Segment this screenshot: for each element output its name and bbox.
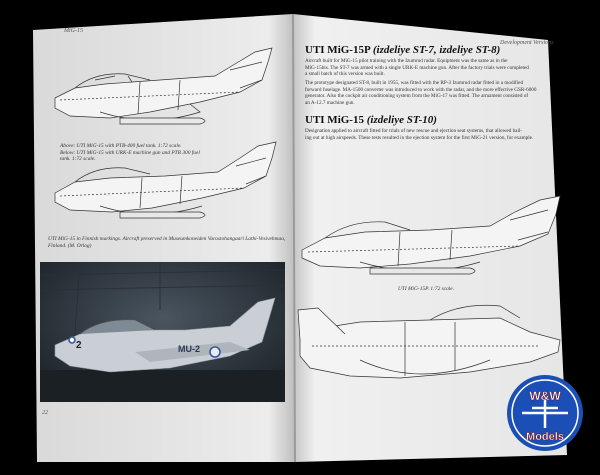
para-line: The prototype designated ST-8, built in … xyxy=(305,80,524,86)
left-drawing-caption-line: tank. 1:72 scale. xyxy=(60,156,96,163)
photo-caption: UTI MiG-15 in Finnish markings. Aircraft… xyxy=(48,236,288,249)
section1-title: UTI MiG-15P (izdeliye ST-7, izdeliye ST-… xyxy=(305,44,500,56)
watermark-text-top: W&W xyxy=(529,389,561,403)
left-page-header: MiG-15 xyxy=(64,28,83,34)
photo-aircraft xyxy=(54,297,276,373)
left-page-number: 22 xyxy=(42,410,48,416)
watermark-text-bottom: Models xyxy=(526,431,564,443)
section2-paragraph-1: Designation applied to aircraft fitted f… xyxy=(305,128,547,141)
watermark-logo xyxy=(507,375,583,451)
section1-paragraph-1: Aircraft built for MiG-15 pilot training… xyxy=(305,58,545,78)
right-page-header: Development Versions xyxy=(500,40,554,46)
section2-title-prefix: UTI MiG-15 xyxy=(305,114,364,126)
book-spine xyxy=(292,13,296,463)
para-line: MiG-15bis. The ST-7 was armed with a sin… xyxy=(305,64,529,71)
hangar-floor xyxy=(40,370,285,402)
para-line: Designation applied to aircraft fitted f… xyxy=(305,128,523,134)
para-line: Aircraft built for MiG-15 pilot training… xyxy=(305,58,508,64)
para-line: an A-12.7 machine gun. xyxy=(305,99,355,106)
photo-caption-line: UTI MiG-15 in Finnish markings. Aircraft… xyxy=(48,236,286,242)
section2-title-suffix: (izdeliye ST-10) xyxy=(366,114,437,126)
photo-caption-line: Finland. (M. Orlog) xyxy=(48,242,92,249)
photo-aircraft-code: MU-2 xyxy=(178,344,200,354)
aircraft-drawing-middle-left xyxy=(54,141,277,219)
left-drawing-caption-line: Below: UTI MiG-15 with URK-E machine gun… xyxy=(60,149,200,156)
aircraft-drawing-middle-right xyxy=(301,195,561,275)
para-line: ing out at high airspeeds. These tests r… xyxy=(305,134,534,141)
aircraft-drawing-bottom-right xyxy=(297,304,561,379)
section2-title: UTI MiG-15 (izdeliye ST-10) xyxy=(305,114,437,126)
right-drawing-caption: UTI MiG-15P. 1:72 scale. xyxy=(398,286,455,292)
para-line: forward fuselage. MA-1500 converter was … xyxy=(305,86,537,93)
section1-title-suffix: (izdeliye ST-7, izdeliye ST-8) xyxy=(372,44,501,56)
photo-nose-number: 2 xyxy=(76,340,82,351)
aircraft-drawing-top-left xyxy=(54,47,273,125)
left-drawing-caption-line: Above: UTI MiG-15 with PTB-400 fuel tank… xyxy=(60,143,182,149)
left-drawing-caption: Above: UTI MiG-15 with PTB-400 fuel tank… xyxy=(60,143,260,163)
section1-paragraph-2: The prototype designated ST-8, built in … xyxy=(305,80,545,106)
para-line: a small batch of this version was built. xyxy=(305,71,385,78)
para-line: generator. Also the cockpit air conditio… xyxy=(305,93,529,100)
section1-title-prefix: UTI MiG-15P xyxy=(305,44,371,56)
